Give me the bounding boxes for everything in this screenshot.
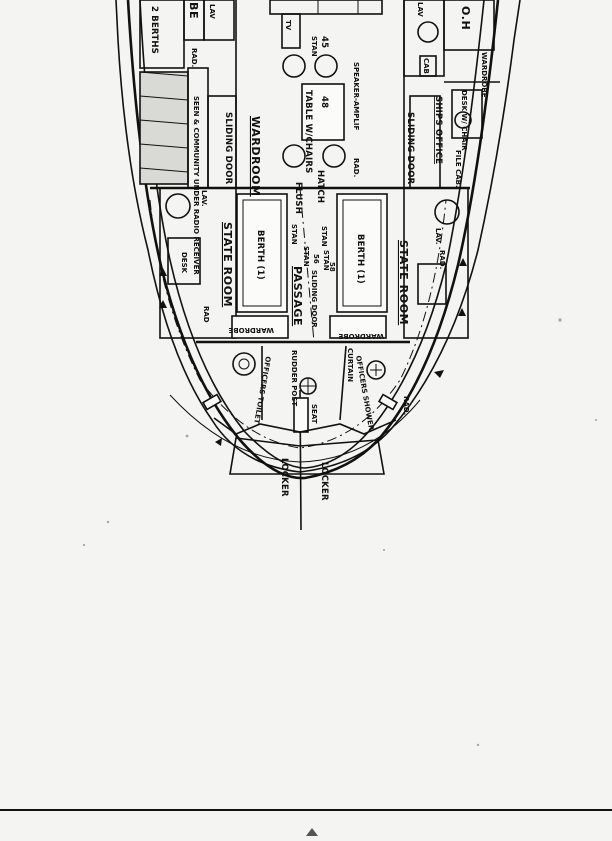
label-sliding-door-right: SLIDING DOOR — [405, 112, 415, 185]
label-stateroom-left: STATE ROOM — [221, 222, 234, 307]
label-lav-left: LAV. — [200, 190, 208, 207]
label-cab: CAB — [422, 58, 430, 74]
label-2-berths: 2 BERTHS — [149, 6, 159, 54]
label-lav-right: LAV. — [434, 228, 442, 245]
label-hatch: HATCH — [315, 170, 325, 203]
label-berth-left: BERTH (1) — [255, 230, 265, 280]
label-sliding-door-center: SLIDING DOOR — [310, 270, 318, 328]
label-lav-topleft: LAV — [208, 4, 216, 19]
label-file-cab: FILE CAB. — [454, 150, 462, 188]
label-wardrobe-topright: WARDROBE — [480, 52, 488, 98]
scan-mark — [306, 828, 318, 836]
label-desk-left: DESK — [180, 252, 188, 274]
aft-deck — [201, 345, 399, 475]
label-curtain: CURTAIN — [346, 348, 354, 382]
label-speaker: SPEAKER-AMPLIF — [352, 62, 360, 130]
label-wardrobe-right: WARDROBE — [338, 332, 384, 340]
paper-texture — [82, 318, 597, 747]
label-rad-topleft: RAD. — [190, 48, 198, 67]
label-seat: SEAT — [310, 404, 318, 424]
label-passage: PASSAGE — [291, 266, 304, 326]
label-56: 56 — [312, 254, 320, 264]
drawing-labels: 2 BERTHS BE LAV RAD. SEEN & COMMUNITY UN… — [149, 2, 488, 501]
staterooms-deck — [159, 187, 469, 344]
label-berth-right: BERTH (1) — [355, 234, 365, 284]
label-wardroom: WARDROOM — [249, 116, 262, 197]
label-locker-left: LOCKER — [279, 458, 289, 497]
label-stan-mid2: STAN — [320, 226, 328, 247]
label-rad-left: RAD — [202, 306, 210, 323]
label-stan-passage2: STAN — [322, 250, 330, 271]
label-table: TABLE W/CHAIRS — [303, 90, 313, 173]
label-locker-right: LOCKER — [319, 462, 329, 501]
label-sliding-door-left: SLIDING DOOR — [223, 112, 233, 185]
label-stan-mid: STAN — [290, 224, 298, 245]
label-lav-topright: LAV — [416, 2, 424, 17]
label-48: 48 — [319, 96, 329, 108]
label-ships-office: SHIPS OFFICE — [433, 96, 443, 164]
label-be: BE — [187, 2, 200, 19]
label-rad-mid: RAD. — [352, 158, 360, 177]
label-rudder-post: RUDDER POST — [290, 350, 298, 406]
label-o-h: O.H — [459, 6, 472, 30]
label-58: 58 — [328, 262, 336, 272]
label-wardrobe-left: WARDROBE — [228, 326, 274, 334]
label-rad-bottomleft: RAD. — [402, 396, 410, 415]
label-45: 45 — [319, 36, 329, 48]
label-radio-note: SEEN & COMMUNITY UNDER RADIO RECEIVER — [192, 96, 200, 275]
label-flush: FLUSH — [293, 182, 303, 214]
label-stan-top: STAN — [310, 36, 318, 57]
label-rad-right: RAD. — [438, 250, 446, 269]
label-stateroom-right: STATE ROOM — [397, 240, 410, 325]
label-tv: TV — [284, 20, 292, 31]
label-stan-passage1: STAN — [302, 246, 310, 267]
label-desk-chair: DESK W/ CHAIR — [460, 90, 468, 151]
